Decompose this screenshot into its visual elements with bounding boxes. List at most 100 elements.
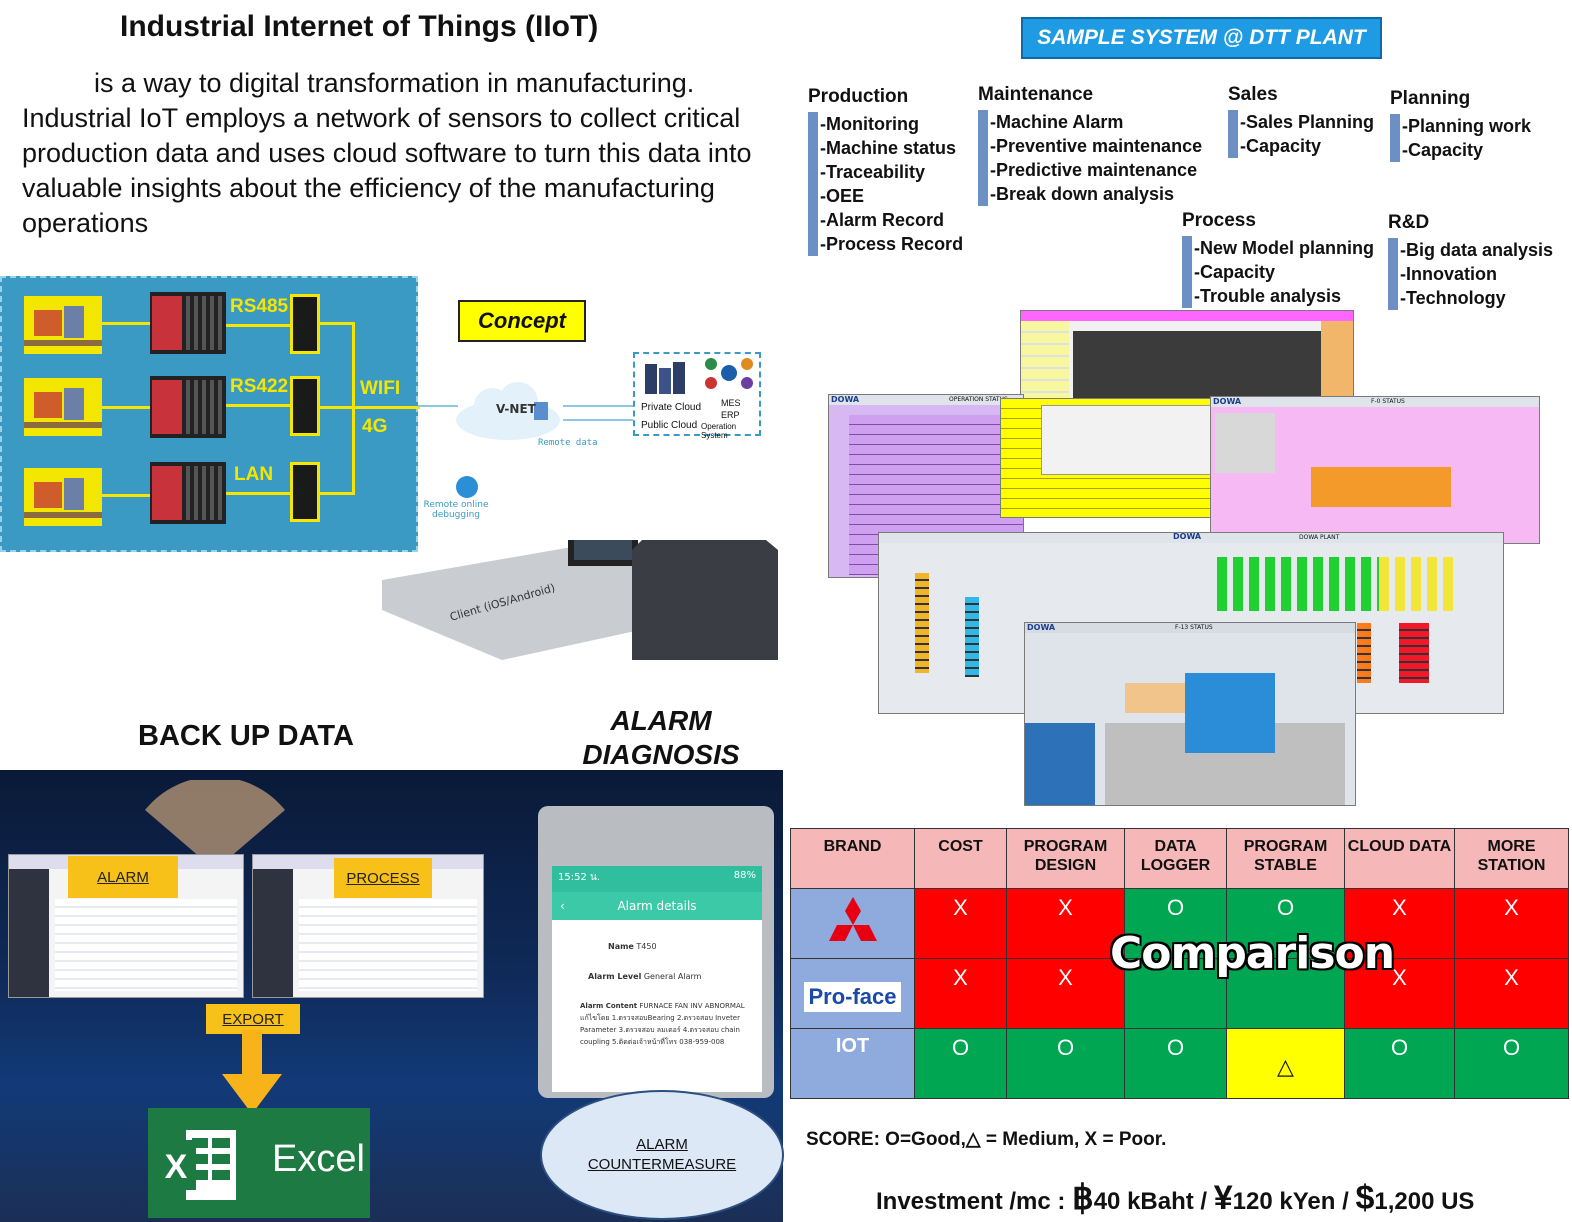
table-row: Pro-face X X X X (790, 958, 1569, 1029)
remote-debug-label: Remote online debugging (423, 500, 489, 520)
header-brand: BRAND (790, 828, 915, 889)
dept-item: -Technology (1400, 288, 1506, 308)
alarm-diagnosis-title: ALARM DIAGNOSIS (582, 705, 740, 770)
alarm-content-value: FURNACE FAN INV ABNORMAL แก้ไขโดย 1.ตรวจ… (580, 1002, 745, 1046)
dowa-plant-label: DOWA PLANT (1299, 534, 1340, 541)
dept-process: Process -New Model planning -Capacity -T… (1182, 210, 1374, 308)
cell: X (1006, 958, 1125, 1029)
cell: X (1006, 888, 1125, 959)
cell: X (914, 958, 1007, 1029)
machine-icon (24, 468, 102, 526)
brand-iot: IOT (790, 1028, 915, 1099)
svg-text:X: X (165, 1148, 188, 1186)
concept-label: Concept (458, 300, 586, 342)
wifi-label: WIFI (360, 378, 401, 399)
countermeasure-line1: ALARM (636, 1136, 688, 1153)
alarm-content-label: Alarm Content (580, 1002, 638, 1010)
cell: O (1124, 1028, 1227, 1099)
dept-item: -OEE (820, 186, 865, 206)
fan-decoration (145, 780, 285, 870)
dept-item: -Capacity (1402, 140, 1484, 160)
alarm-screen (8, 854, 244, 998)
dept-item: -Capacity (1194, 262, 1276, 282)
dept-item: -Preventive maintenance (990, 136, 1203, 156)
dept-title: Production (808, 86, 909, 107)
plc-icon (150, 292, 226, 354)
dept-item: -Machine status (820, 138, 957, 158)
operation-status-label: OPERATION STATUS (949, 396, 1008, 403)
remote-data-label: Remote data (538, 438, 598, 448)
sample-system-button[interactable]: SAMPLE SYSTEM @ DTT PLANT (1021, 17, 1382, 59)
cell: X (914, 888, 1007, 959)
table-row: X X O O X X (790, 888, 1569, 959)
debug-icon (456, 476, 478, 498)
arrow-down-icon (222, 1030, 282, 1114)
dept-item: -Monitoring (820, 114, 919, 134)
phone-alarm-screen: 15:52 น. 88% ‹ Alarm details Name T450 A… (538, 806, 774, 1098)
header-program-stable: PROGRAM STABLE (1226, 828, 1345, 889)
private-cloud-label: Private Cloud (641, 402, 702, 413)
dept-item: -Process Record (820, 234, 964, 254)
operation-system-label: Operation System (701, 422, 737, 440)
comparison-overlay: Comparison (1110, 928, 1395, 979)
gateway-icon (290, 376, 320, 436)
alarm-name-value: T450 (636, 942, 657, 951)
4g-label: 4G (362, 416, 388, 437)
header-program-design: PROGRAM DESIGN (1006, 828, 1125, 889)
excel-label: Excel (272, 1138, 365, 1180)
cell: X (1454, 888, 1569, 959)
page-title: Industrial Internet of Things (IIoT) (120, 10, 599, 43)
dept-sales: Sales -Sales Planning -Capacity (1228, 84, 1374, 158)
header-data-logger: DATA LOGGER (1124, 828, 1227, 889)
scada-f0-status: DOWA F-0 STATUS (1210, 396, 1540, 544)
phone-battery: 88% (733, 870, 756, 881)
scada-yellow-grid (1000, 398, 1220, 518)
dept-item: -Machine Alarm (990, 112, 1124, 132)
dollar-value: 1,200 US (1374, 1188, 1475, 1215)
backup-title: BACK UP DATA (138, 720, 354, 752)
erp-label: ERP (721, 410, 740, 420)
server-icon (645, 362, 685, 394)
alarm-details-title: Alarm details (617, 899, 697, 913)
back-icon[interactable]: ‹ (560, 899, 565, 913)
cell: X (1344, 888, 1455, 959)
cell: O (1344, 1028, 1455, 1099)
baht-value: 40 kBaht / (1093, 1188, 1214, 1215)
alarm-details-header: ‹ Alarm details (552, 892, 762, 920)
cell: O (1454, 1028, 1569, 1099)
dept-planning: Planning -Planning work -Capacity (1390, 88, 1531, 162)
dept-title: R&D (1388, 212, 1430, 233)
dept-item: -Break down analysis (990, 184, 1175, 204)
network-hub-icon (705, 358, 753, 389)
protocol-label: RS485 (230, 296, 289, 317)
process-screen (252, 854, 484, 998)
brand-mitsubishi-logo (790, 888, 915, 959)
comparison-table: BRAND COST PROGRAM DESIGN DATA LOGGER PR… (790, 828, 1569, 1099)
process-tag: PROCESS (334, 858, 432, 898)
cell: O (914, 1028, 1007, 1099)
excel-icon: X (156, 1130, 236, 1200)
dept-item: -Sales Planning (1240, 112, 1375, 132)
cloud-services-box: Private Cloud Public Cloud MES ERP Opera… (633, 352, 761, 440)
gateway-icon (290, 462, 320, 522)
alarm-tag: ALARM (68, 856, 178, 898)
cell: O (1124, 888, 1227, 959)
cell: O (1226, 888, 1345, 959)
phone-time: 15:52 น. (558, 872, 601, 883)
yen-symbol: ¥ (1213, 1179, 1233, 1217)
dept-item: -Big data analysis (1400, 240, 1554, 260)
dowa-label: DOWA (1173, 532, 1202, 541)
f0-status-label: F-0 STATUS (1371, 398, 1405, 405)
cloud-icon (456, 382, 560, 440)
alarm-countermeasure-button[interactable]: ALARM COUNTERMEASURE (540, 1090, 784, 1220)
dept-title: Sales (1228, 84, 1278, 105)
investment-prefix: Investment /mc : (876, 1188, 1073, 1215)
mitsubishi-icon (828, 897, 877, 941)
dept-title: Process (1182, 210, 1256, 231)
dowa-label: DOWA (1027, 623, 1056, 632)
dept-item: -Traceability (820, 162, 926, 182)
public-cloud-label: Public Cloud (641, 420, 698, 431)
dept-item: -Innovation (1400, 264, 1497, 284)
dept-title: Planning (1390, 88, 1471, 109)
plc-icon (150, 376, 226, 438)
